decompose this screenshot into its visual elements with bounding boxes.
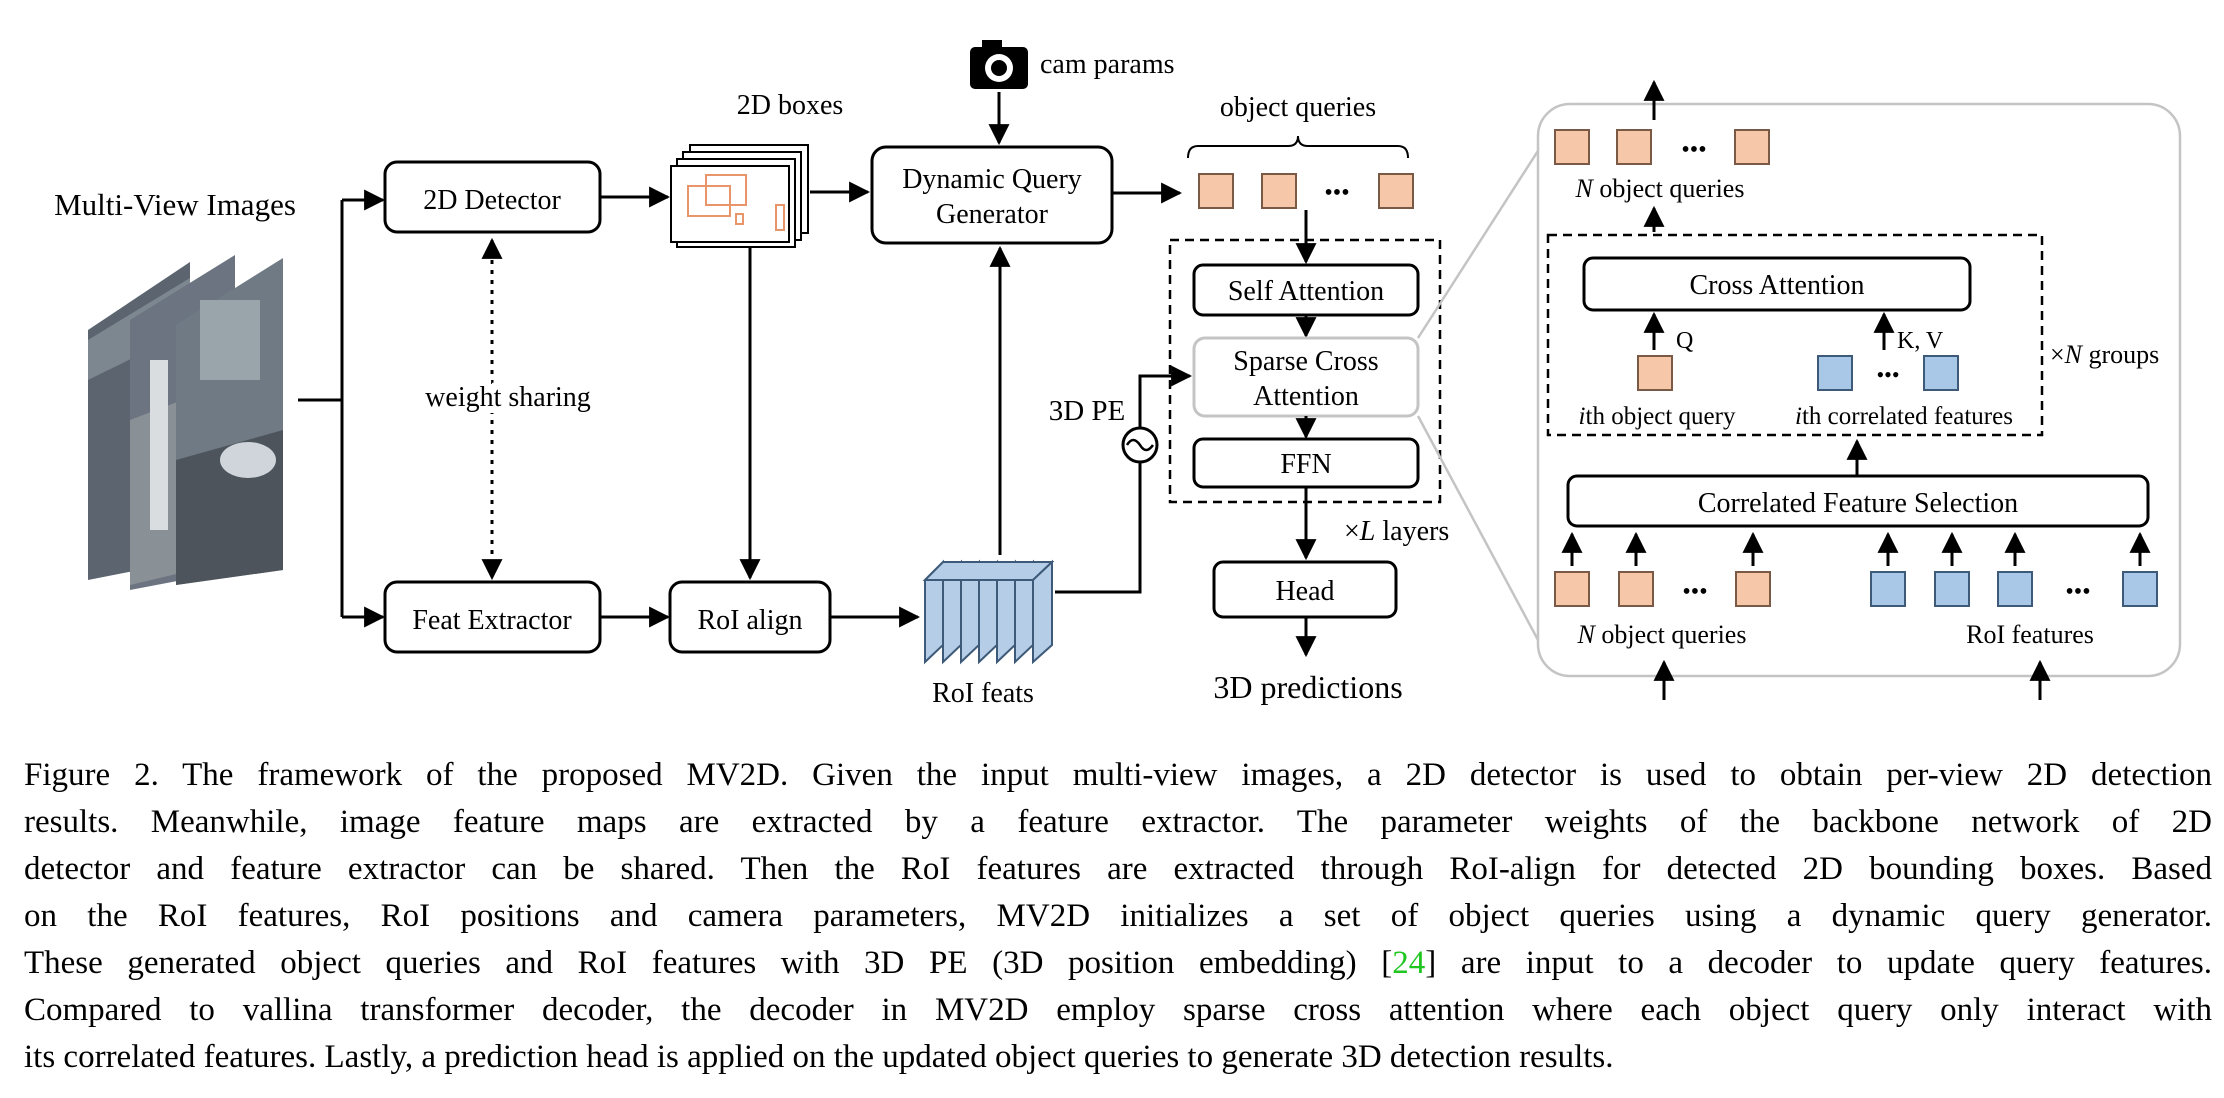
input-query-squares [1554,571,1771,607]
sparse-cross-label-line1: Sparse Cross [1233,346,1378,377]
queries-ellipsis: ••• [1324,180,1349,206]
caption-line-with-ref: These generated object queries and RoI f… [24,945,2212,981]
citation-link[interactable]: 24 [1392,945,1426,981]
figure-caption: Figure 2. The framework of the proposed … [24,752,2212,1081]
object-query-squares [1198,173,1414,209]
roi-features-ellipsis: ••• [2065,579,2090,605]
caption-line: Compared to vallina transformer decoder,… [24,992,2212,1028]
cam-params-label: cam params [1040,49,1175,80]
correlated-feature-selection-box [1566,474,2150,528]
caption-line: on the RoI features, RoI positions and c… [24,898,2212,934]
cfs-input-arrows [1561,531,2151,566]
weight-sharing-label: weight sharing [425,382,591,413]
pe-label: 3D PE [1049,395,1126,427]
roi-feats-stack-icon [922,559,1055,665]
dynamic-query-generator-box [870,145,1114,245]
queries-brace [1187,135,1409,159]
cfs-label: Correlated Feature Selection [1698,488,2018,519]
ffn-label: FFN [1280,449,1331,480]
roi-features-label: RoI features [1966,620,2094,649]
feat-extractor-label: Feat Extractor [412,605,572,636]
dqg-label-line2: Generator [936,199,1049,230]
feats-to-sparse-cross-arrow [1055,365,1193,594]
layers-label: ×L layers [1344,516,1449,547]
head-label: Head [1275,576,1334,607]
multi-view-images [88,255,283,590]
caption-line: results. Meanwhile, image feature maps a… [24,804,2212,840]
output-query-squares [1554,129,1770,165]
ith-features-label: ith correlated features [1795,403,2013,430]
groups-label: ×N groups [2050,340,2159,369]
boxes-label: 2D boxes [737,90,844,121]
sparse-cross-label-line2: Attention [1253,381,1359,412]
groups-block [1546,233,2044,437]
input-queries-ellipsis: ••• [1682,579,1707,605]
dqg-label-line1: Dynamic Query [902,164,1082,195]
output-queries-ellipsis: ••• [1681,137,1706,163]
roi-feats-label: RoI feats [932,678,1034,709]
roi-feature-squares [1870,571,2158,607]
zoom-line-bottom [1416,415,1540,641]
2d-boxes-stack-icon [670,144,809,248]
input-queries-label: N object queries [1577,620,1747,649]
caption-line: detector and feature extractor can be sh… [24,851,2212,887]
caption-line: its correlated features. Lastly, a predi… [24,1039,1614,1075]
ith-features-ellipsis: ••• [1876,362,1899,387]
detector-label: 2D Detector [423,185,561,216]
ith-query-label: ith object query [1579,403,1736,430]
cross-attention-label: Cross Attention [1689,270,1864,301]
roi-align-label: RoI align [698,605,803,636]
q-label: Q [1676,328,1693,354]
ith-query-square [1637,355,1673,391]
camera-icon [970,40,1028,89]
ith-feature-squares [1817,355,1959,391]
input-label: Multi-View Images [54,187,296,222]
kv-label: K, V [1897,328,1944,354]
caption-line: Figure 2. The framework of the proposed … [24,757,2212,793]
predictions-label: 3D predictions [1213,669,1402,705]
self-attention-label: Self Attention [1228,276,1384,307]
mv2d-framework-diagram: Multi-View Images 2D Detector weight sha… [54,40,2182,709]
object-queries-label: object queries [1220,92,1376,123]
cross-attention-box [1582,256,1972,312]
output-queries-label: N object queries [1575,174,1745,203]
